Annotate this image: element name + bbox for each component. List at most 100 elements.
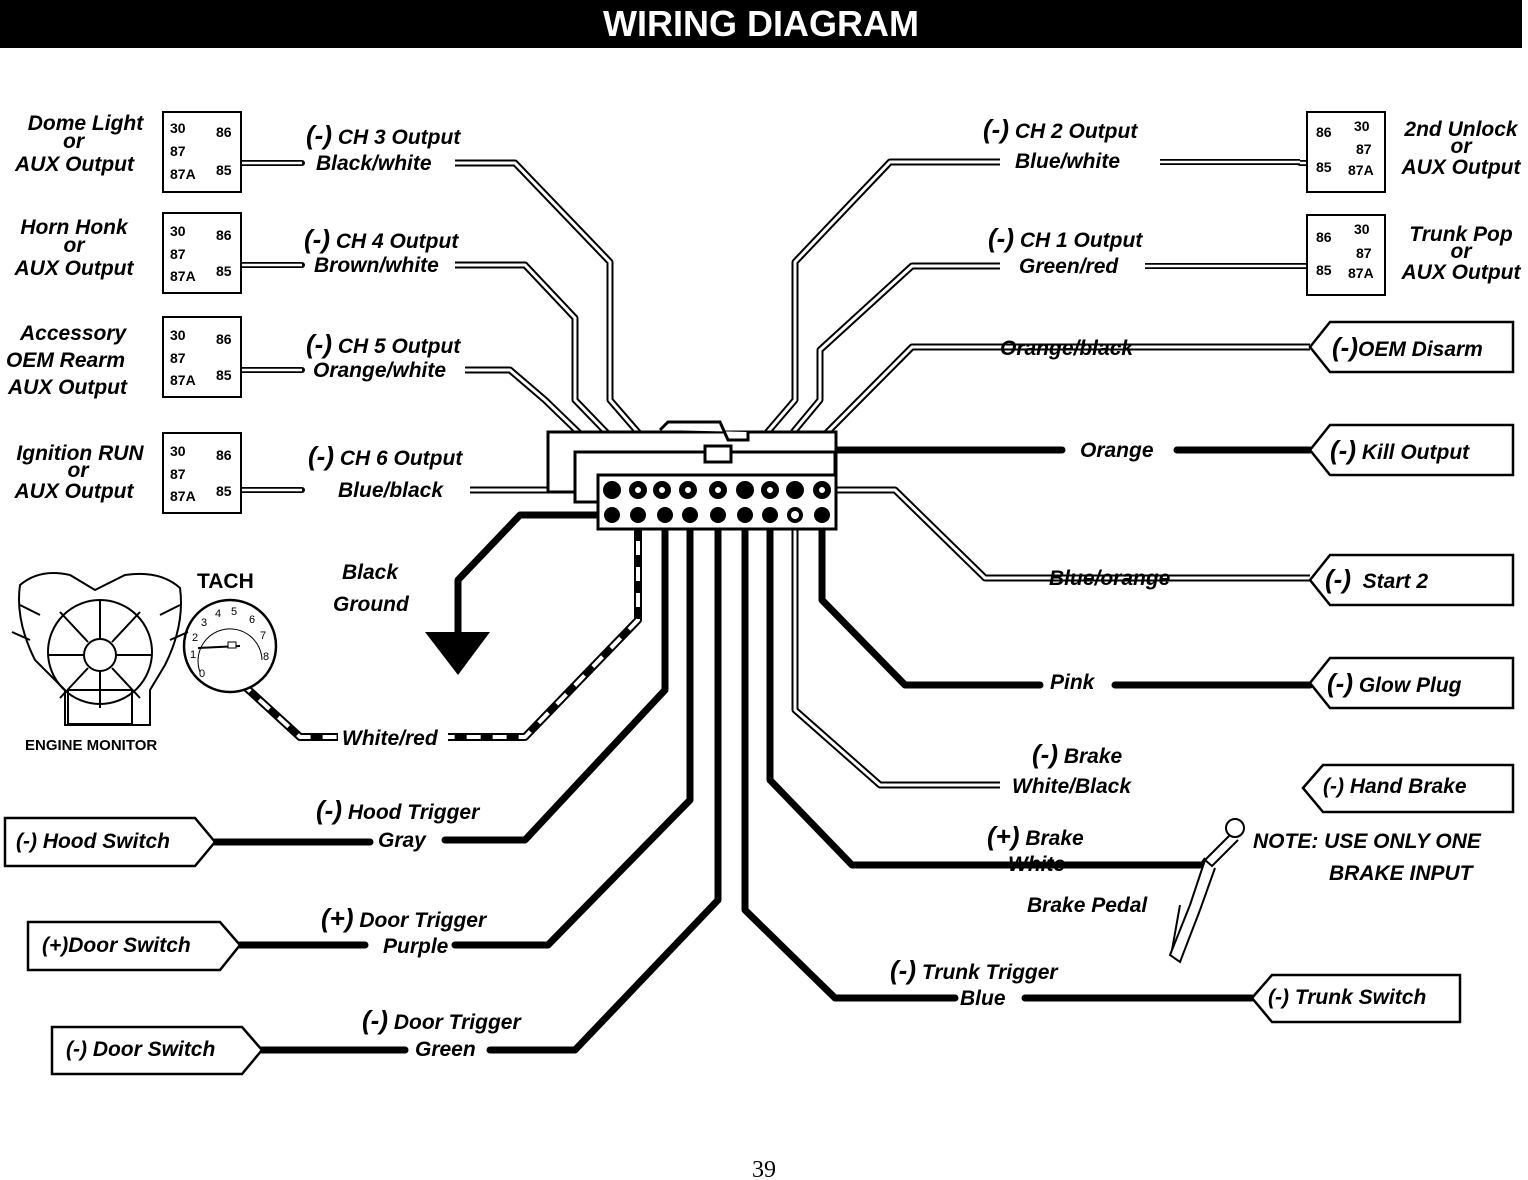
pin-87a: 87A [170, 166, 196, 182]
wire-color-blue: Blue [960, 987, 1006, 1010]
pin-85: 85 [1316, 262, 1332, 278]
note-line-2: BRAKE INPUT [1329, 862, 1473, 885]
box-hand-brake: (-) Hand Brake [1323, 775, 1467, 798]
wire-color-ch1: Green/red [1019, 255, 1119, 278]
pin-86: 86 [216, 331, 232, 347]
dial-8: 8 [263, 651, 270, 663]
note-line-1: NOTE: USE ONLY ONE [1253, 830, 1481, 853]
pin-85: 85 [1316, 159, 1332, 175]
box-kill-output: (-) Kill Output [1330, 435, 1470, 465]
wire-color-gray: Gray [378, 829, 426, 852]
wire-color-pink: Pink [1050, 671, 1095, 694]
pin-87a: 87A [1348, 265, 1374, 281]
engine-monitor-label: ENGINE MONITOR [25, 737, 158, 754]
relay-label-dome: Dome Light or AUX Output [15, 112, 144, 176]
wire-color-ch5: Orange/white [313, 359, 447, 382]
pin-30: 30 [170, 223, 186, 239]
ground-label-1: Black [342, 561, 399, 584]
title-bar [0, 0, 1522, 48]
wire-color-orange: Orange [1080, 439, 1154, 462]
pin-86: 86 [216, 124, 232, 140]
pin-86: 86 [216, 227, 232, 243]
box-start-2: (-) Start 2 [1325, 564, 1429, 594]
wire-color-orange-black: Orange/black [1000, 337, 1134, 360]
pin-87: 87 [170, 466, 186, 482]
dial-7: 7 [260, 630, 267, 642]
pin-85: 85 [216, 367, 232, 383]
wire-color-ch3: Black/white [316, 152, 432, 175]
tach-title: TACH [197, 570, 254, 593]
wire-label-ch5: (-) CH 5 Output [306, 329, 461, 359]
relay-horn-honk: 30 86 87 87A 85 [162, 212, 242, 294]
relay-ignition-run: 30 86 87 87A 85 [162, 432, 242, 514]
relay-label-horn: Horn Honk or AUX Output [14, 216, 134, 280]
connector-block [546, 420, 838, 531]
engine-icon [11, 572, 189, 726]
brake-pedal-label: Brake Pedal [1027, 894, 1148, 917]
relay-label-2nd-unlock: 2nd Unlock or AUX Output [1401, 118, 1521, 179]
box-oem-disarm: (-)OEM Disarm [1332, 332, 1483, 362]
wire-color-ch4: Brown/white [314, 254, 439, 277]
wire-label-ch4: (-) CH 4 Output [304, 224, 459, 254]
wire-color-white-black: White/Black [1012, 775, 1132, 798]
wire-label-door-trigger-pos: (+) Door Trigger [321, 903, 487, 933]
wire-color-white: White [1008, 853, 1066, 876]
right-output-boxes [1250, 320, 1515, 1024]
dial-2: 2 [192, 632, 199, 644]
pin-30: 30 [1354, 221, 1370, 237]
pin-87: 87 [1356, 141, 1372, 157]
box-door-switch-neg: (-) Door Switch [66, 1038, 216, 1061]
solid-wires [211, 446, 1314, 1054]
relay-trunk-pop: 86 30 87 85 87A [1306, 214, 1386, 296]
wire-color-ch6: Blue/black [338, 479, 444, 502]
wire-color-green: Green [415, 1038, 476, 1061]
brake-pedal-icon [1168, 818, 1245, 964]
ground-label-2: Ground [333, 593, 409, 616]
dial-0: 0 [199, 668, 206, 680]
wire-label-brake-pos: (+) Brake [987, 821, 1084, 851]
box-glow-plug: (-) Glow Plug [1327, 668, 1462, 698]
pin-87a: 87A [170, 488, 196, 504]
pin-87a: 87A [170, 268, 196, 284]
wire-label-ch2: (-) CH 2 Output [983, 114, 1138, 144]
pin-86: 86 [1316, 124, 1332, 140]
tach-gauge [182, 598, 278, 694]
relay-label-trunk-pop: Trunk Pop or AUX Output [1401, 223, 1521, 284]
wire-label-hood-trigger: (-) Hood Trigger [316, 795, 480, 825]
pin-85: 85 [216, 162, 232, 178]
wire-label-ch6: (-) CH 6 Output [308, 441, 463, 471]
wire-color-ch2: Blue/white [1015, 150, 1121, 173]
box-hood-switch: (-) Hood Switch [16, 830, 170, 853]
wire-label-door-trigger-neg: (-) Door Trigger [362, 1005, 521, 1035]
pin-86: 86 [1316, 229, 1332, 245]
dial-3: 3 [201, 617, 208, 629]
pin-87: 87 [170, 350, 186, 366]
relay-label-ignition: Ignition RUN or AUX Output [14, 442, 144, 503]
wire-label-brake-neg: (-) Brake [1032, 739, 1123, 769]
page-number: 39 [752, 1157, 776, 1180]
dial-1: 1 [190, 649, 197, 661]
pin-87a: 87A [170, 372, 196, 388]
wire-color-purple: Purple [383, 935, 449, 958]
relay-label-accessory: Accessory OEM Rearm AUX Output [6, 322, 127, 399]
pin-87: 87 [170, 143, 186, 159]
wire-label-ch3: (-) CH 3 Output [306, 120, 461, 150]
pin-86: 86 [216, 447, 232, 463]
dial-4: 4 [215, 608, 222, 620]
ground-arrow [425, 632, 490, 675]
relay-2nd-unlock: 86 30 87 85 87A [1306, 111, 1386, 193]
box-trunk-switch: (-) Trunk Switch [1268, 986, 1427, 1009]
pin-87a: 87A [1348, 162, 1374, 178]
pin-87: 87 [1356, 245, 1372, 261]
relay-accessory: 30 86 87 87A 85 [162, 316, 242, 398]
wire-label-trunk-trigger: (-) Trunk Trigger [890, 955, 1058, 985]
pin-87: 87 [170, 246, 186, 262]
pin-85: 85 [216, 263, 232, 279]
dial-6: 6 [249, 614, 256, 626]
pin-30: 30 [170, 443, 186, 459]
left-switch-boxes [3, 816, 264, 1076]
dial-5: 5 [231, 606, 238, 618]
page-title: WIRING DIAGRAM [603, 3, 919, 44]
